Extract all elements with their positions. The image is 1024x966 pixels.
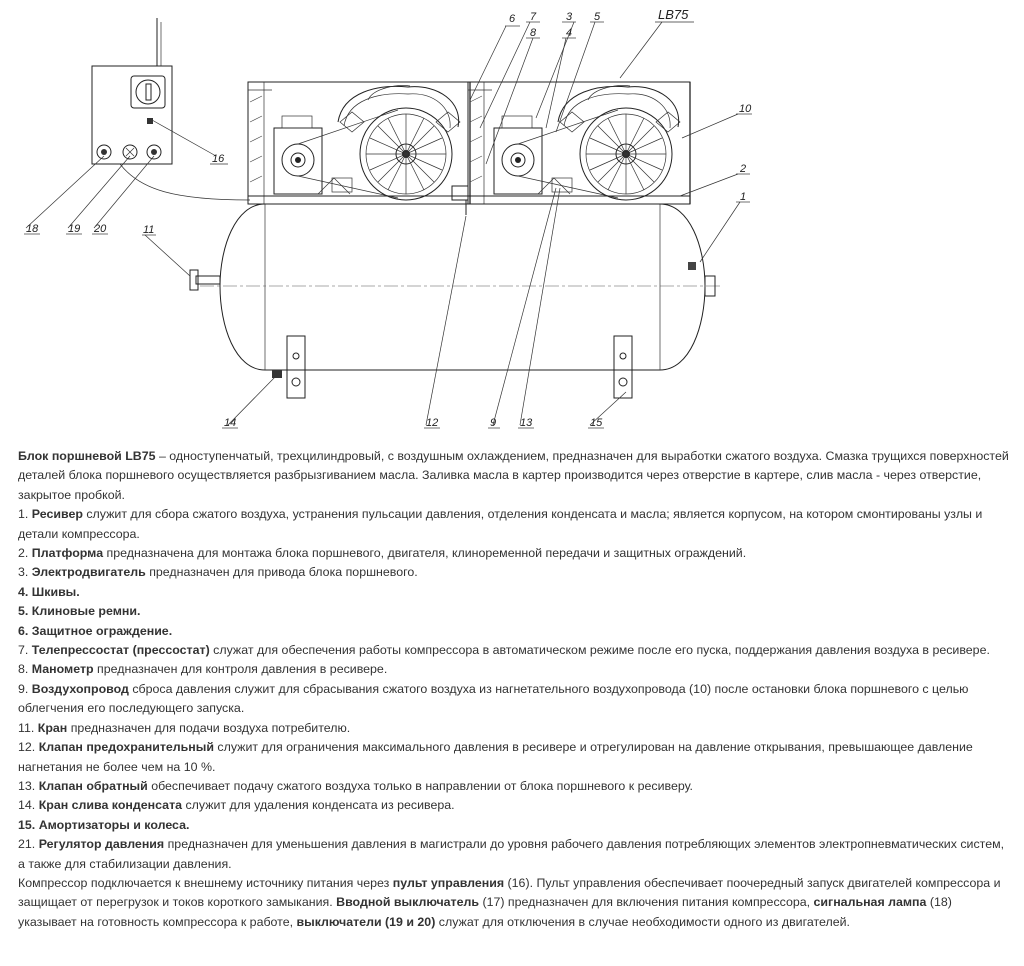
receiver-tank bbox=[189, 203, 720, 399]
callout-18: 19 bbox=[68, 223, 80, 235]
list-item: 4. Шкивы. bbox=[18, 584, 80, 599]
list-item: 12. Клапан предохранительный служит для … bbox=[18, 740, 973, 774]
control-panel bbox=[91, 18, 251, 201]
pump-unit-right bbox=[467, 81, 691, 205]
list-item: 2. Платформа предназначена для монтажа б… bbox=[18, 546, 747, 561]
list-item: 9. Воздухопровод сброса давления служит … bbox=[18, 681, 969, 716]
callout-13: 13 bbox=[520, 417, 533, 429]
list-item: 6. Защитное ограждение. bbox=[18, 623, 173, 638]
list-item: 7. Телепрессостат (прессостат) служат дл… bbox=[18, 643, 990, 658]
callout-2: 2 bbox=[739, 163, 746, 175]
model-label: LB75 bbox=[658, 7, 689, 22]
list-item: 15. Амортизаторы и колеса. bbox=[18, 817, 190, 832]
list-item: 5. Клиновые ремни. bbox=[18, 604, 141, 619]
callout-20: 20 bbox=[93, 223, 107, 235]
callout-5: 5 bbox=[594, 11, 601, 23]
callout-16: 16 bbox=[212, 153, 225, 165]
callout-15: 15 bbox=[590, 417, 603, 429]
callout-9: 9 bbox=[490, 417, 496, 429]
callout-1: 1 bbox=[740, 191, 746, 203]
callout-14: 14 bbox=[224, 417, 236, 429]
list-item: 14. Кран слива конденсата служит для уда… bbox=[18, 798, 455, 813]
intro-text: – одноступенчатый, трехцилиндровый, с во… bbox=[18, 449, 1009, 502]
callout-10: 10 bbox=[739, 103, 752, 115]
callout-11: 11 bbox=[143, 224, 154, 236]
callout-4: 4 bbox=[566, 27, 572, 39]
callout-12: 12 bbox=[426, 417, 438, 429]
callout-19: 18 bbox=[26, 223, 39, 235]
callout-6: 6 bbox=[509, 13, 516, 25]
list-item: 13. Клапан обратный обеспечивает подачу … bbox=[18, 778, 693, 793]
list-item: 11. Кран предназначен для подачи воздуха… bbox=[18, 720, 351, 735]
callout-8: 8 bbox=[530, 27, 537, 39]
callout-3: 3 bbox=[566, 11, 573, 23]
leader-lines bbox=[24, 21, 752, 429]
intro-title: Блок поршневой LB75 bbox=[18, 449, 156, 463]
list-item: 3. Электродвигатель предназначен для при… bbox=[18, 565, 418, 580]
list-item: 8. Манометр предназначен для контроля да… bbox=[18, 662, 388, 677]
list-item: 21. Регулятор давления предназначен для … bbox=[18, 837, 1005, 871]
intro-paragraph: Блок поршневой LB75 – одноступенчатый, т… bbox=[18, 447, 1014, 505]
footer-paragraph: Компрессор подключается к внешнему источ… bbox=[18, 875, 1001, 929]
description: Блок поршневой LB75 – одноступенчатый, т… bbox=[18, 447, 1014, 932]
compressor-drawing: 6 7 8 3 4 5 LB75 10 2 1 11 16 18 19 20 1… bbox=[24, 7, 752, 429]
callout-7: 7 bbox=[530, 11, 537, 23]
pump-unit-left bbox=[247, 81, 471, 205]
list-item: 1. Ресивер служит для сбора сжатого возд… bbox=[18, 507, 983, 541]
